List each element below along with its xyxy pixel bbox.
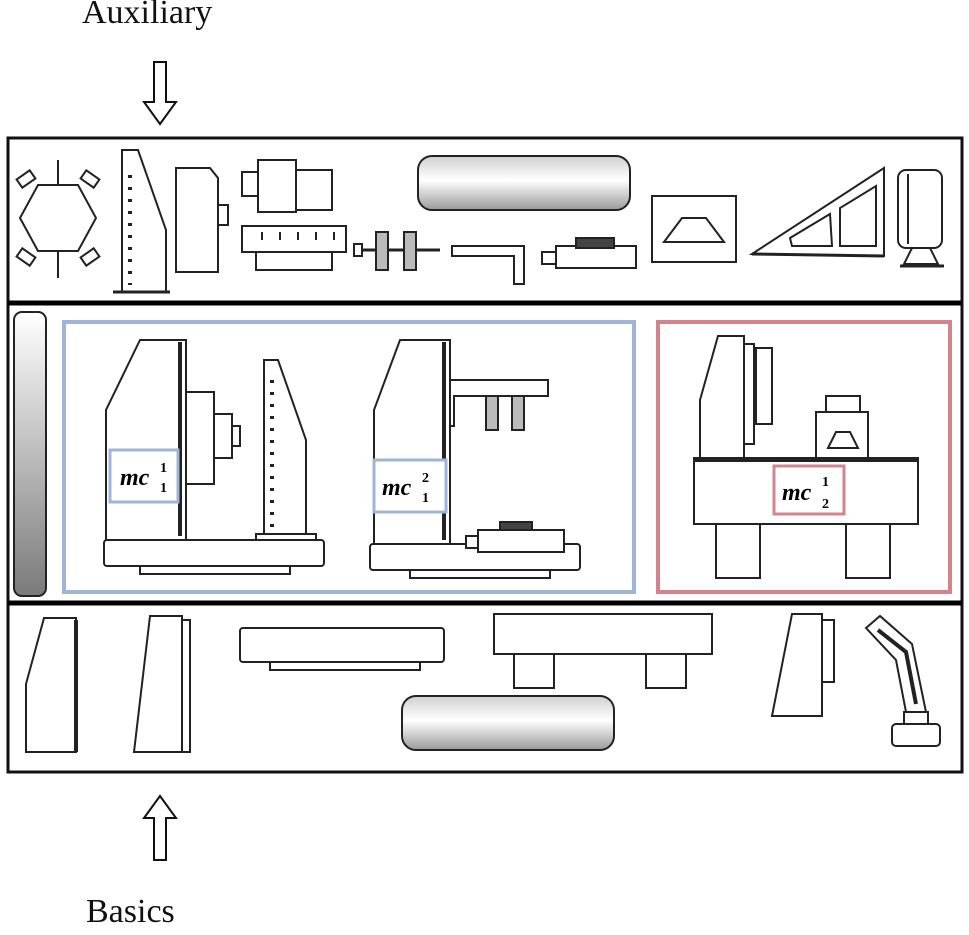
module-mc1-1-sup: 1 xyxy=(160,461,167,476)
module-mc2-1-base: mc xyxy=(782,480,812,506)
spindle-head-icon xyxy=(175,167,229,273)
auxiliary-row xyxy=(15,149,944,294)
basics-label: Basics xyxy=(86,893,175,930)
module-mc1-2-base: mc xyxy=(382,475,412,501)
cross-slide-icon xyxy=(541,237,637,269)
table-with-legs-icon xyxy=(493,613,713,689)
ball-screw-icon xyxy=(353,231,440,271)
column-base-2-icon xyxy=(132,615,191,753)
module-mc2-1-sup: 1 xyxy=(822,475,829,490)
machine-group-2-frame xyxy=(656,320,952,594)
motor-icon xyxy=(241,159,333,213)
down-arrow-icon xyxy=(142,61,178,126)
module-mc2-1: mc 1 2 xyxy=(772,464,846,516)
vertical-guide-bar-icon xyxy=(13,311,47,597)
dovetail-block-icon xyxy=(651,195,737,263)
auxiliary-label: Auxiliary xyxy=(82,0,213,31)
up-arrow-icon xyxy=(142,794,178,861)
module-mc1-2-sub: 1 xyxy=(422,491,429,506)
module-mc1-1-base: mc xyxy=(120,465,150,491)
l-arm-icon xyxy=(451,245,525,285)
tailstock-column-icon xyxy=(113,149,170,294)
wedge-column-icon xyxy=(770,613,835,717)
module-mc2-1-sub: 2 xyxy=(822,497,829,512)
inclined-bed-icon xyxy=(748,166,885,258)
module-mc1-2-sup: 2 xyxy=(422,471,429,486)
guide-bar-top-icon xyxy=(417,155,631,211)
module-mc1-1: mc 1 1 xyxy=(108,448,180,504)
module-mc1-2: mc 2 1 xyxy=(372,458,448,514)
column-base-1-icon xyxy=(25,617,78,753)
module-mc1-1-sub: 1 xyxy=(160,481,167,496)
outer-frame xyxy=(6,136,964,774)
slide-bed-icon xyxy=(241,225,347,271)
basics-row xyxy=(25,613,941,753)
chuck-icon xyxy=(897,169,944,268)
machine-3-drawing xyxy=(693,335,919,579)
guide-bar-bottom-icon xyxy=(401,695,615,751)
turret-icon xyxy=(15,160,101,278)
robot-arm-icon xyxy=(864,614,941,747)
machine-bed-icon xyxy=(239,627,445,671)
machine-group-1-frame xyxy=(62,320,636,594)
